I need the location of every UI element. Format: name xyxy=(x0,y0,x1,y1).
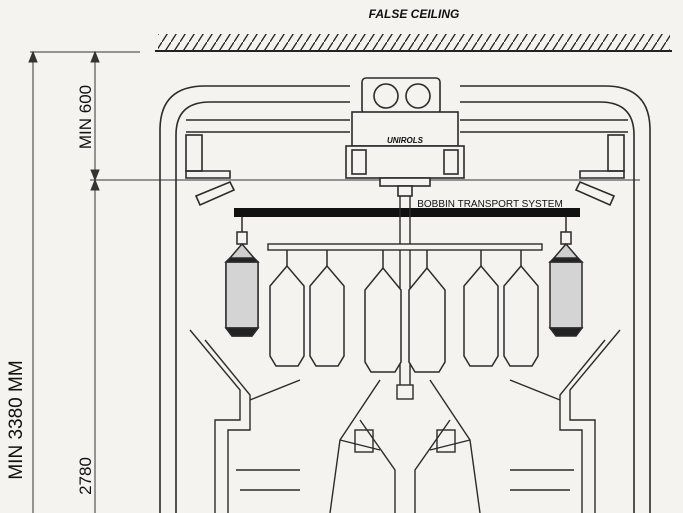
bobbin-6 xyxy=(503,250,539,367)
bobbin-5 xyxy=(463,250,499,367)
bobbin-group xyxy=(224,217,584,373)
bobbin-3 xyxy=(364,250,402,373)
false-ceiling xyxy=(155,34,672,52)
brand-label: UNIROLS xyxy=(387,136,424,145)
unirols-trolley xyxy=(345,77,465,197)
transport-bar xyxy=(234,208,580,217)
false-ceiling-label: FALSE CEILING xyxy=(369,7,460,21)
dimension-2780: 2780 xyxy=(76,457,95,495)
lower-machinery xyxy=(189,329,621,513)
overhead-frame xyxy=(159,85,651,513)
carrier-bar xyxy=(267,243,543,251)
bobbin-left-outer xyxy=(224,217,260,337)
dimension-min-600: MIN 600 xyxy=(76,85,95,149)
dimension-min-3380: MIN 3380 MM xyxy=(6,360,27,479)
bobbin-2 xyxy=(309,250,345,367)
dimension-lines xyxy=(28,50,640,513)
bobbin-4 xyxy=(408,250,446,373)
bobbin-transport-label: BOBBIN TRANSPORT SYSTEM xyxy=(417,199,563,210)
bobbin-right-outer xyxy=(548,217,584,337)
bobbin-1 xyxy=(269,250,305,367)
